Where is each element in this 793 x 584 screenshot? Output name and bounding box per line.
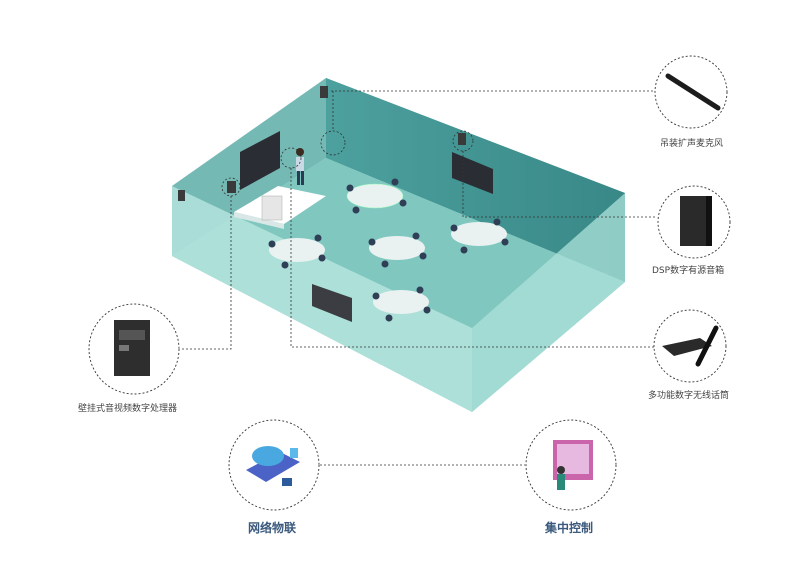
table-group-1 — [346, 183, 404, 209]
focus-wireless-mic — [280, 147, 302, 169]
focus-wall-processor — [221, 177, 241, 197]
table-group-5 — [373, 290, 429, 314]
label-iot: 网络物联 — [248, 521, 297, 535]
hanging-mic-icon — [665, 73, 721, 111]
handheld-mic-icon — [695, 325, 719, 367]
speaker-icon — [680, 196, 706, 246]
connector-lines — [180, 90, 657, 466]
receiver-icon — [662, 338, 712, 356]
feature-iot — [228, 419, 320, 511]
label-dsp-speaker: DSP数字有源音箱 — [652, 266, 725, 276]
table-group-4 — [451, 222, 507, 246]
label-wall-processor: 壁挂式音视频数字处理器 — [78, 404, 178, 414]
device-wall-processor — [88, 303, 180, 395]
teacher-figure — [296, 148, 304, 185]
table-group-2 — [269, 238, 325, 262]
main-display-left — [240, 131, 280, 190]
label-central-control: 集中控制 — [545, 521, 594, 535]
label-wireless-mic: 多功能数字无线话筒 — [648, 391, 730, 401]
operator-icon — [557, 466, 565, 474]
device-hanging-mic — [654, 55, 728, 129]
students — [268, 178, 509, 322]
wall-processor-small — [227, 181, 236, 193]
device-wireless-mic — [653, 309, 727, 383]
floor-display — [312, 284, 352, 322]
label-hanging-mic: 吊装扩声麦克风 — [660, 139, 724, 149]
ceiling-speaker-2 — [458, 133, 466, 145]
focus-hanging-mic — [320, 130, 346, 156]
feature-central-control — [525, 419, 617, 511]
room-top — [172, 78, 625, 328]
stage-edge — [234, 212, 284, 229]
main-display-right — [452, 152, 493, 194]
table-group-3 — [369, 236, 425, 260]
podium — [261, 195, 283, 221]
device-dsp-speaker — [657, 185, 731, 259]
focus-dsp-speaker — [452, 130, 474, 152]
wall-speaker-left — [178, 190, 185, 201]
room-front-right — [472, 193, 625, 412]
student-tables — [269, 183, 507, 314]
cloud-network-icon — [246, 452, 300, 482]
ceiling-speaker-1 — [320, 86, 328, 98]
